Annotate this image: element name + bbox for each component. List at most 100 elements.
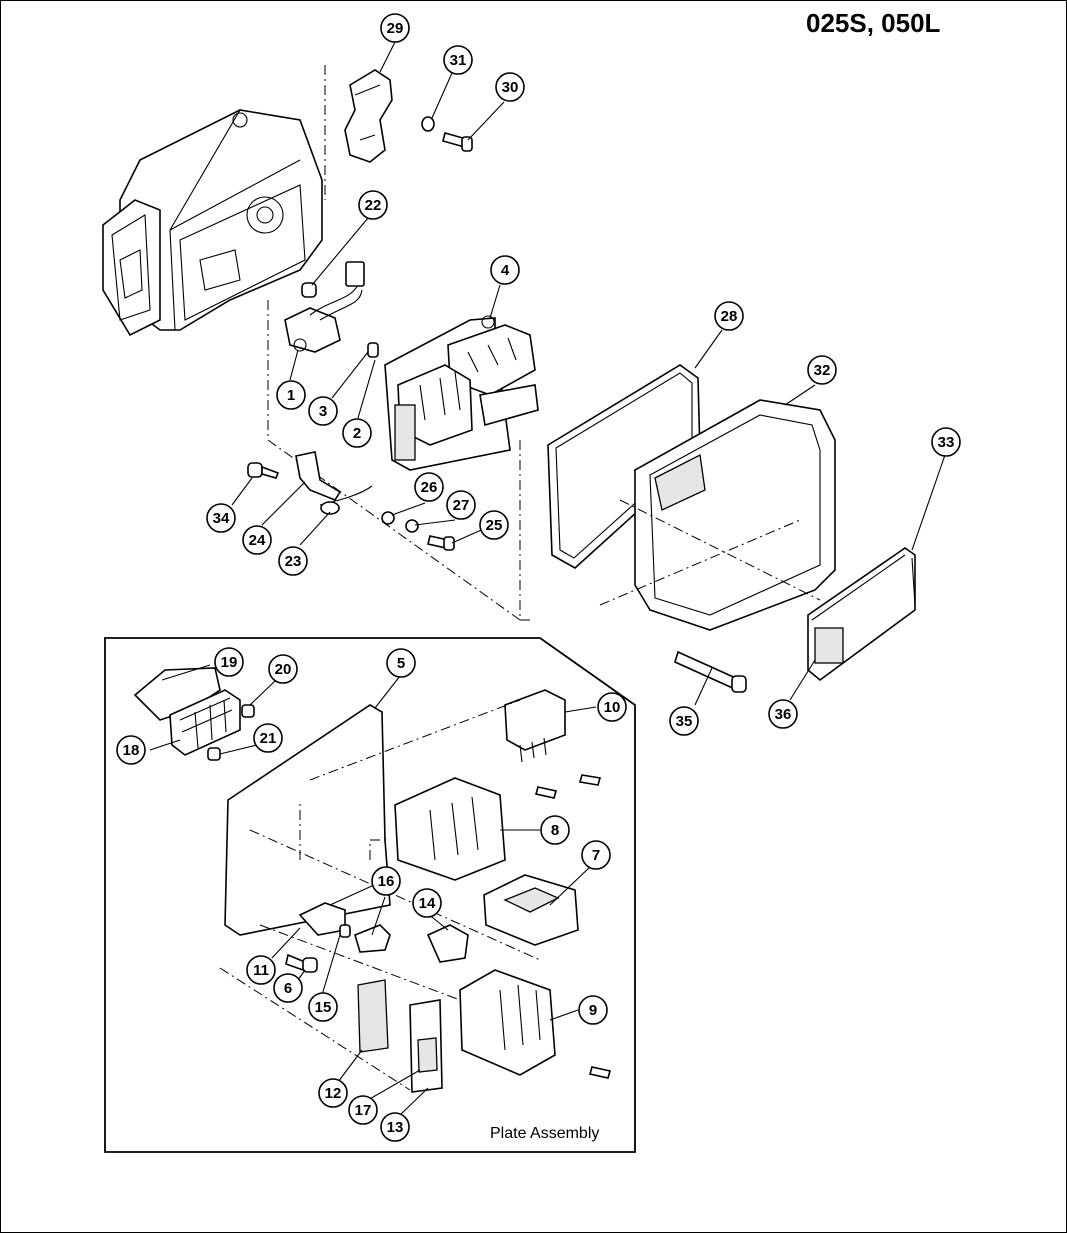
part-3-screw (367, 342, 379, 358)
callout-16: 16 (371, 866, 401, 896)
callout-24: 24 (242, 525, 272, 555)
part-36-label (814, 627, 844, 664)
callout-15: 15 (308, 992, 338, 1022)
part-22-screw (301, 282, 317, 298)
part-23-ground-wire (319, 485, 373, 515)
callout-23: 23 (278, 546, 308, 576)
callout-11: 11 (246, 955, 276, 985)
callout-number: 36 (775, 706, 792, 723)
callout-35: 35 (669, 706, 699, 736)
callout-number: 11 (253, 962, 269, 979)
callout-number: 31 (450, 52, 467, 69)
part-18-terminal-block (169, 689, 241, 756)
part-34-screw (247, 462, 280, 479)
part-13-overload-relay (409, 999, 443, 1093)
part-21-screw (207, 747, 221, 761)
part-17-label (417, 1037, 438, 1073)
part-31-washer (421, 116, 435, 132)
leader-lines (149, 41, 946, 1116)
callout-19: 19 (214, 647, 244, 677)
callout-29: 29 (380, 13, 410, 43)
callout-4: 4 (490, 255, 520, 285)
callout-25: 25 (479, 510, 509, 540)
callout-22: 22 (358, 190, 388, 220)
callout-number: 17 (355, 1102, 372, 1119)
callout-number: 3 (319, 403, 327, 420)
part-7-transformer (483, 874, 579, 946)
callout-number: 5 (397, 655, 405, 672)
callout-number: 9 (589, 1002, 597, 1019)
callout-27: 27 (446, 490, 476, 520)
callout-number: 7 (592, 847, 600, 864)
plate-assembly-label: Plate Assembly (490, 1125, 600, 1142)
part-14-relay (426, 924, 469, 963)
callout-number: 30 (502, 79, 519, 96)
callout-6: 6 (273, 973, 303, 1003)
part-6-screw (285, 953, 318, 973)
callout-number: 27 (453, 497, 470, 514)
part-1-switch-wire (284, 261, 365, 353)
callout-number: 25 (486, 517, 503, 534)
part-8-contactor (394, 777, 558, 881)
callout-number: 26 (421, 479, 438, 496)
part-32-cover (599, 399, 836, 631)
part-15-screw (339, 924, 351, 938)
callout-5: 5 (386, 648, 416, 678)
callout-number: 1 (287, 387, 295, 404)
callout-8: 8 (540, 815, 570, 845)
callout-number: 34 (213, 510, 230, 527)
part-12-overload-label (357, 979, 389, 1053)
callout-number: 8 (551, 822, 559, 839)
callout-21: 21 (253, 723, 283, 753)
callout-10: 10 (597, 692, 627, 722)
callout-2: 2 (342, 418, 372, 448)
callout-number: 15 (315, 999, 332, 1016)
callout-12: 12 (318, 1078, 348, 1108)
part-29-bracket (324, 65, 393, 200)
part-27-washer (405, 519, 419, 533)
part-35-long-bolt (674, 650, 747, 693)
part-11-limit-switch (298, 902, 346, 936)
callout-30: 30 (495, 72, 525, 102)
callout-number: 12 (325, 1085, 342, 1102)
callout-17: 17 (348, 1095, 378, 1125)
part-10-rectifier (504, 689, 602, 786)
plate-assembly-frame (104, 637, 636, 1153)
callout-number: 19 (221, 654, 238, 671)
callout-number: 6 (284, 980, 292, 997)
part-20-screw (241, 704, 255, 718)
callout-33: 33 (931, 427, 961, 457)
callout-20: 20 (268, 654, 298, 684)
callout-number: 10 (604, 699, 621, 716)
callout-7: 7 (581, 840, 611, 870)
callout-36: 36 (768, 699, 798, 729)
part-30-screw (442, 132, 473, 152)
callout-9: 9 (578, 995, 608, 1025)
callout-number: 32 (814, 362, 831, 379)
callout-number: 35 (676, 713, 693, 730)
callout-number: 33 (938, 434, 955, 451)
callout-number: 21 (260, 730, 277, 747)
callout-number: 4 (501, 262, 510, 279)
callout-14: 14 (412, 888, 442, 918)
part-19-terminal-cover (133, 667, 221, 721)
callout-number: 20 (275, 661, 292, 678)
model-title: 025S, 050L (806, 8, 941, 38)
callout-number: 22 (365, 197, 382, 214)
part-25-screw (427, 535, 455, 551)
callout-number: 2 (353, 425, 361, 442)
callout-number: 23 (285, 553, 302, 570)
callout-number: 14 (419, 895, 436, 912)
callout-number: 18 (123, 742, 140, 759)
part-9-contactor (459, 969, 612, 1079)
part-5-mounting-plate (224, 704, 391, 936)
part-16-clip (354, 924, 391, 953)
callout-number: 24 (249, 532, 266, 549)
part-24-ground-bracket (295, 451, 342, 501)
callout-32: 32 (807, 355, 837, 385)
callout-number: 29 (387, 20, 404, 37)
callout-18: 18 (116, 735, 146, 765)
callout-13: 13 (380, 1112, 410, 1142)
